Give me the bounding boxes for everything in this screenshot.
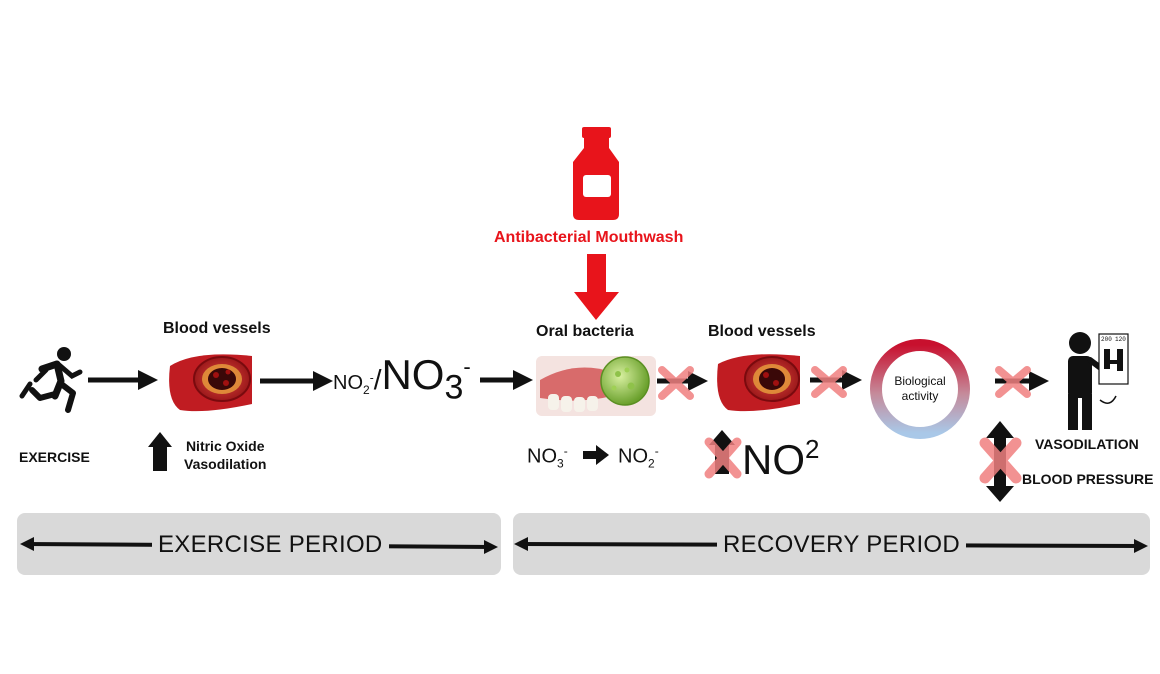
blood-vessel-1-image <box>169 354 252 412</box>
nitrite-formula: NO2- <box>333 370 374 397</box>
slash-separator: / <box>373 364 382 395</box>
exercise-period-label: EXERCISE PERIOD <box>152 531 389 559</box>
blood-vessel-2-image <box>717 354 800 412</box>
gauge-right-value: 120 <box>1115 336 1126 343</box>
oral-bacteria-label: Oral bacteria <box>536 323 634 340</box>
biological-activity-ring <box>870 339 970 439</box>
biological-activity-line2: activity <box>901 389 939 403</box>
conversion-to-symbol: NO <box>618 445 648 468</box>
nitrite-nitrate-formula: NO2-/NO3- <box>333 351 471 405</box>
biological-activity-label: Biological activity <box>880 374 960 404</box>
conversion-to-sub: 2 <box>648 456 655 471</box>
exercise-label: EXERCISE <box>19 449 90 465</box>
conversion-from-symbol: NO <box>527 445 557 468</box>
nitrate-symbol: NO <box>381 351 445 398</box>
blood-vessels-1-label: Blood vessels <box>163 320 271 337</box>
biological-activity-line1: Biological <box>894 374 946 388</box>
blood-pressure-label: BLOOD PRESSURE <box>1022 471 1154 487</box>
no-level-sup: 2 <box>805 434 820 464</box>
gauge-left-value: 200 <box>1101 336 1112 343</box>
conversion-arrow-icon <box>583 445 609 465</box>
conversion-from-sup: - <box>563 444 568 458</box>
conversion-to: NO2- <box>618 444 659 471</box>
nitrite-symbol: NO <box>333 372 363 394</box>
mouthwash-down-arrow-icon <box>574 254 619 320</box>
nitrite-sub: 2 <box>363 383 370 397</box>
nitric-oxide-line1: Nitric Oxide <box>185 438 265 454</box>
mouthwash-label: Antibacterial Mouthwash <box>494 229 684 246</box>
nitric-oxide-up-arrow-icon <box>148 432 172 471</box>
block-cross-1-icon <box>658 366 694 400</box>
block-cross-3-icon <box>995 366 1031 398</box>
block-cross-2-icon <box>811 366 847 398</box>
mouthwash-bottle-icon <box>573 127 619 220</box>
nitric-oxide-label: Nitric Oxide Vasodilation <box>184 437 266 473</box>
nitric-oxide-line2: Vasodilation <box>184 456 267 472</box>
conversion-to-sup: - <box>654 444 659 458</box>
no-level-symbol: NO <box>742 436 805 483</box>
block-cross-4-icon <box>704 437 742 479</box>
runner-icon <box>19 347 83 413</box>
vasodilation-label: VASODILATION <box>1035 436 1139 452</box>
blood-vessels-2-label: Blood vessels <box>708 323 816 340</box>
nitrite-sup: - <box>369 370 374 385</box>
block-cross-5-icon <box>979 437 1022 484</box>
nitrate-sub: 3 <box>444 368 464 407</box>
conversion-from: NO3- <box>527 444 568 471</box>
conversion-from-sub: 3 <box>557 456 564 471</box>
no-level-formula: NO2 <box>742 436 819 481</box>
nitrate-formula: NO3- <box>381 351 471 405</box>
nitrate-sup: - <box>463 354 471 379</box>
blood-pressure-monitor-icon <box>1098 333 1129 404</box>
recovery-period-label: RECOVERY PERIOD <box>717 531 967 559</box>
oral-bacteria-image <box>536 356 656 416</box>
